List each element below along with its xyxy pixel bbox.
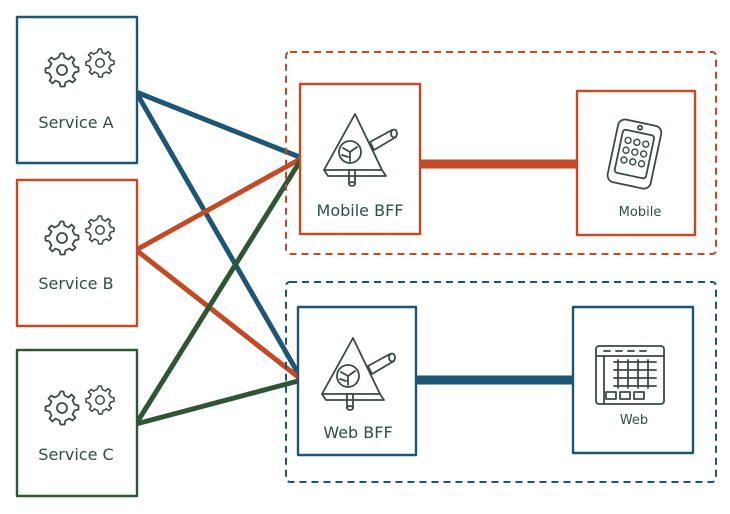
phone-icon bbox=[606, 118, 663, 190]
service-c-node: Service C bbox=[15, 348, 139, 498]
web-group-container bbox=[285, 281, 717, 483]
mobile-group-container bbox=[285, 51, 717, 255]
connection-service-a-web-bff bbox=[133, 89, 305, 383]
mobile-client-node: Mobile bbox=[575, 89, 697, 237]
connections-layer bbox=[133, 89, 583, 427]
service-b-label: Service B bbox=[38, 274, 113, 293]
mobile-bff-node: Mobile BFF bbox=[298, 82, 422, 236]
connection-service-c-web-bff bbox=[133, 377, 305, 427]
connection-service-c-mobile-bff bbox=[133, 155, 305, 427]
mobile-client-label: Mobile bbox=[619, 205, 662, 220]
connection-service-b-web-bff bbox=[133, 247, 305, 383]
web-bff-node: Web BFF bbox=[296, 305, 418, 457]
web-client-node: Web bbox=[571, 305, 695, 455]
mobile-bff-label: Mobile BFF bbox=[317, 201, 404, 220]
service-c-label: Service C bbox=[38, 445, 113, 464]
service-a-label: Service A bbox=[38, 113, 113, 132]
service-a-node: Service A bbox=[15, 15, 139, 165]
connection-service-a-mobile-bff bbox=[133, 89, 305, 161]
web-client-label: Web bbox=[620, 413, 648, 428]
connection-service-b-mobile-bff bbox=[133, 155, 305, 253]
web-bff-label: Web BFF bbox=[323, 423, 392, 442]
browser-icon bbox=[595, 345, 665, 405]
service-b-node: Service B bbox=[15, 178, 139, 328]
